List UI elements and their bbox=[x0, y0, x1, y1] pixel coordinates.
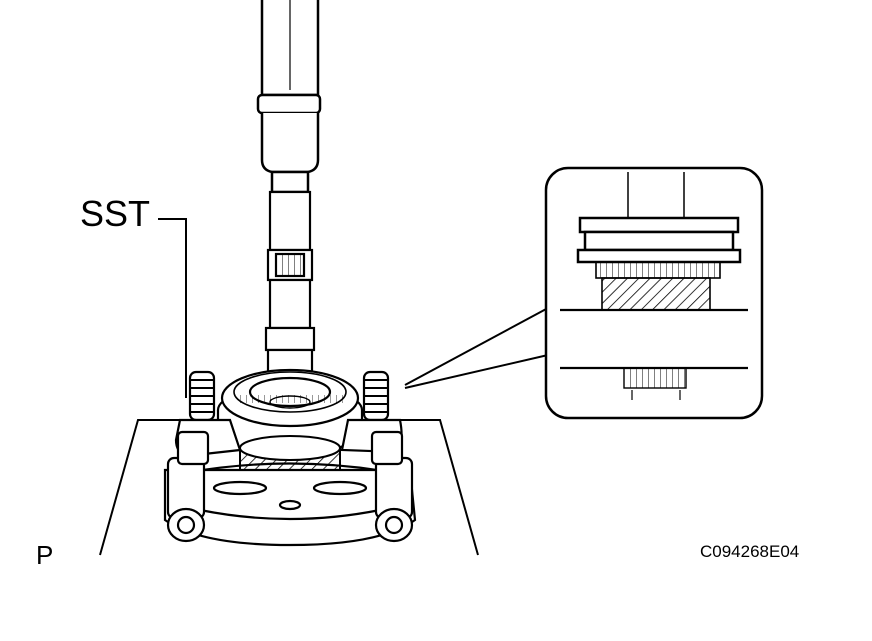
view-marker: P bbox=[36, 540, 54, 570]
output-shaft bbox=[264, 190, 316, 394]
press-ram bbox=[256, 0, 322, 194]
sst-label: SST bbox=[80, 193, 151, 234]
figure-code: C094268E04 bbox=[700, 542, 800, 561]
detail-callout-wedge bbox=[404, 307, 549, 389]
bearing-separator-tool bbox=[163, 370, 417, 547]
detail-view bbox=[544, 166, 764, 420]
sst-leader-line bbox=[158, 218, 187, 398]
